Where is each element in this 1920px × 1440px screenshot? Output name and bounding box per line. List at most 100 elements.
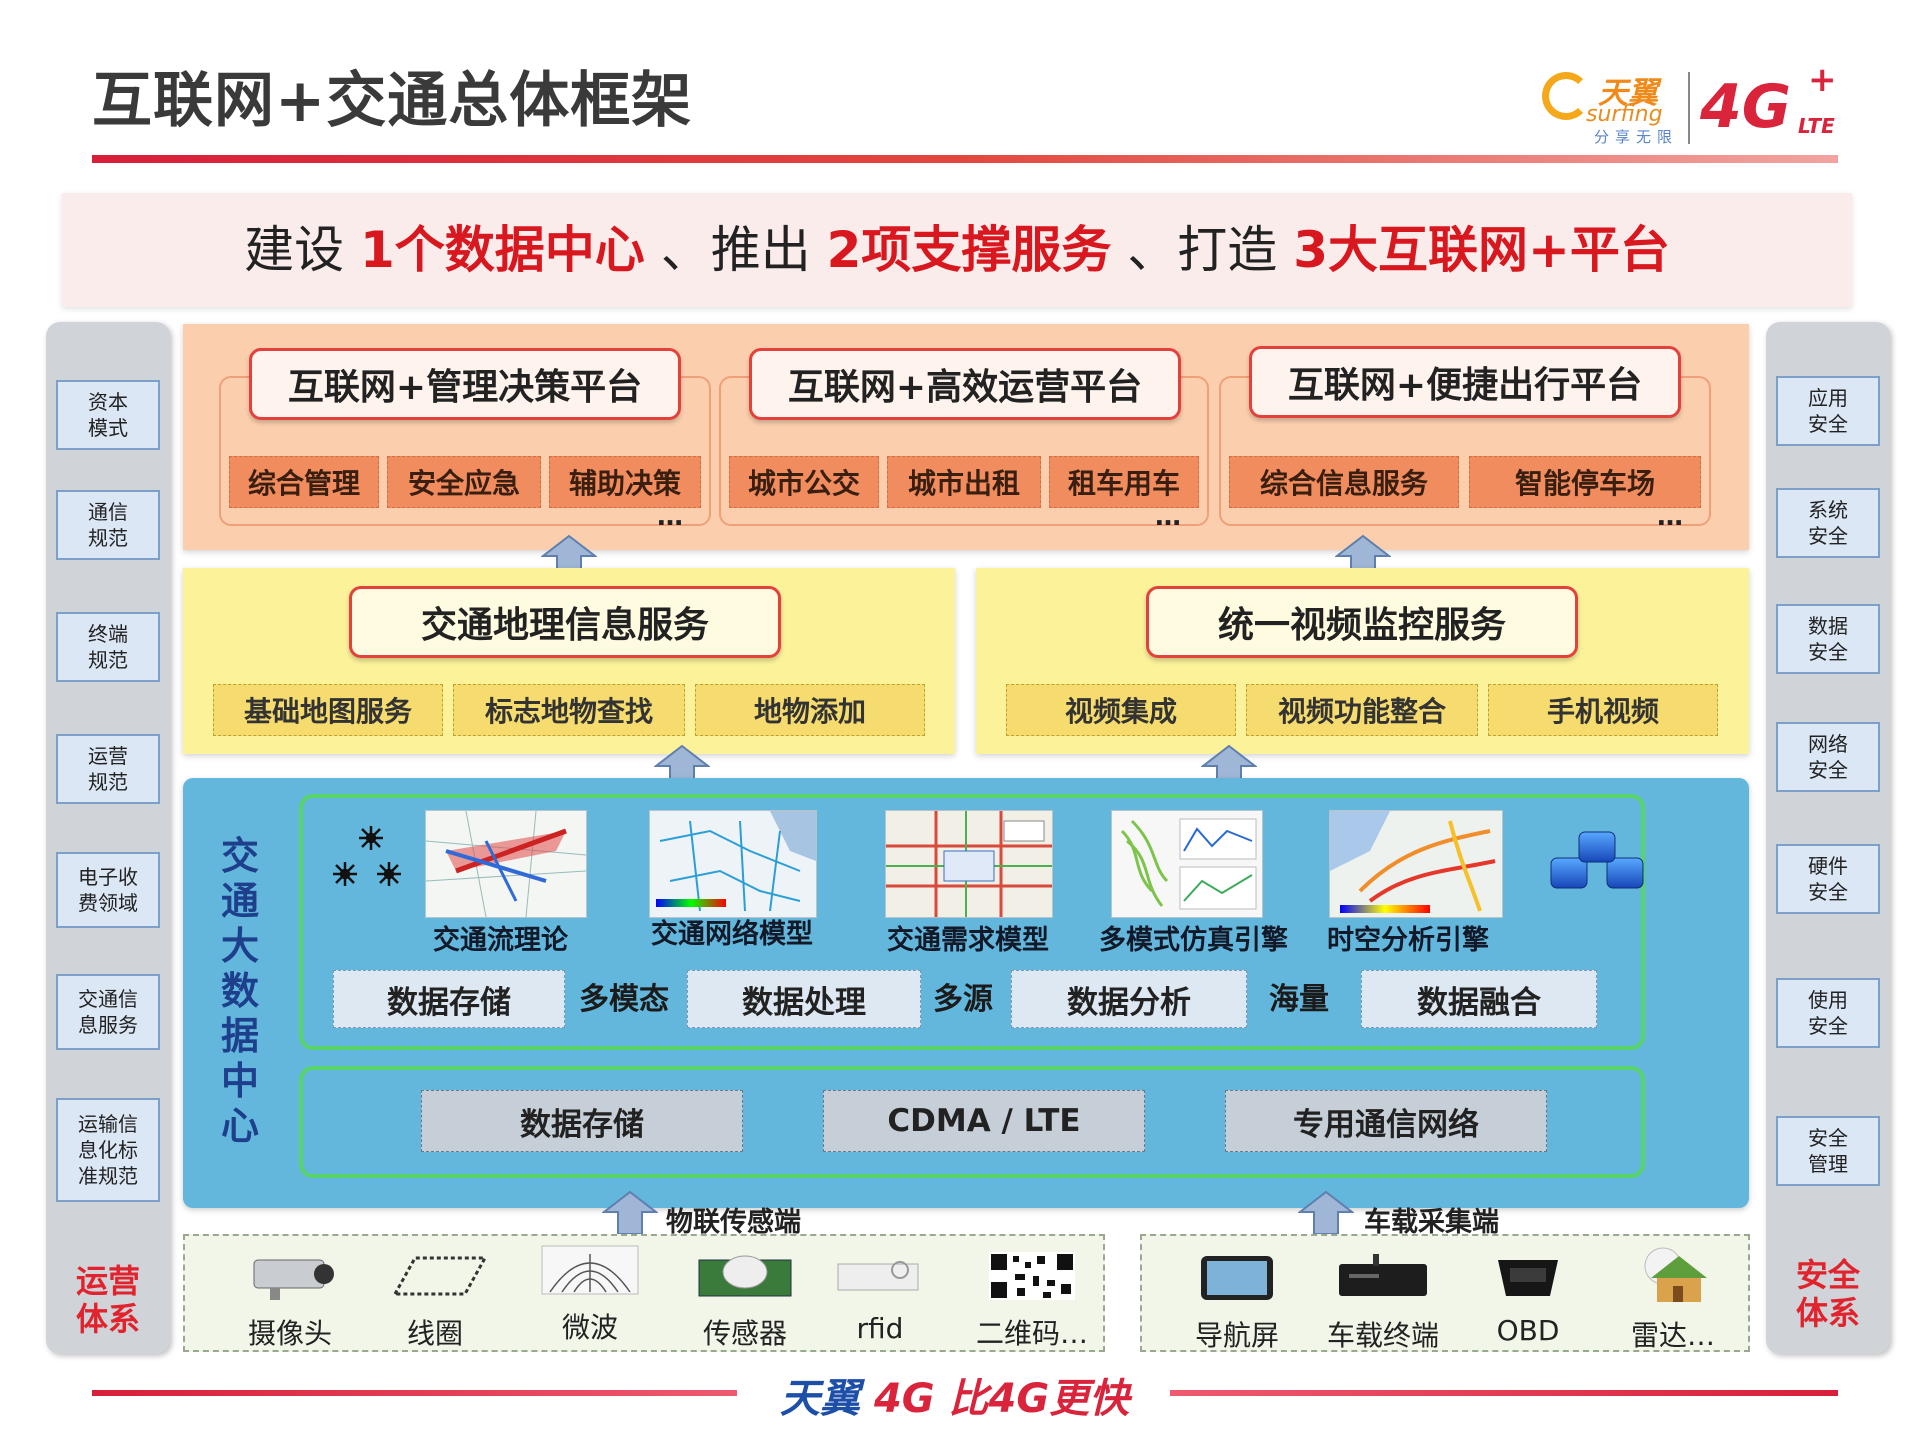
more-indicator: …: [1060, 1317, 1088, 1350]
security-system-column: 应用 安全 系统 安全 数据 安全 网络 安全 硬件 安全 使用 安全 安全 管…: [1766, 322, 1890, 1354]
banner-text-1: 建设: [244, 221, 361, 279]
model-label: 交通网络模型: [651, 919, 813, 950]
service-item: 基础地图服务: [213, 684, 443, 736]
traffic-big-data-center: 交 通 大 数 据 中 心: [183, 778, 1749, 1208]
side-item-security-management: 安全 管理: [1776, 1116, 1880, 1186]
device-sensor: 传感器: [685, 1250, 805, 1352]
device-label: 导航屏: [1194, 1319, 1279, 1352]
gis-service-layer: 交通地理信息服务 基础地图服务 标志地物查找 地物添加: [183, 568, 955, 754]
operations-system-label: 运营 体系: [75, 1262, 140, 1338]
spatiotemporal-analysis-map-image: [1329, 810, 1503, 918]
platform-title-operation: 互联网+高效运营平台: [749, 348, 1181, 420]
summary-banner: 建设 1个数据中心 、推出 2项支撑服务 、打造 3大互联网+平台: [62, 193, 1852, 307]
network-nodes-icon: [333, 826, 401, 886]
logo-lte-text: LTE: [1798, 114, 1835, 138]
side-item-data-security: 数据 安全: [1776, 604, 1880, 674]
footer-divider-left: [92, 1390, 737, 1396]
banner-highlight-1: 1个数据中心: [360, 221, 645, 279]
qualifier-text: 海量: [1269, 982, 1329, 1017]
device-label: 线圈: [406, 1317, 463, 1350]
platform-title-management: 互联网+管理决策平台: [249, 348, 681, 420]
process-box: 数据存储: [333, 970, 565, 1028]
device-radar: 雷达…: [1608, 1246, 1738, 1354]
network-box: CDMA / LTE: [823, 1090, 1145, 1152]
platform-layer: 互联网+管理决策平台 综合管理 安全应急 辅助决策 … 互联网+高效运营平台 城…: [183, 324, 1749, 550]
process-box: 数据处理: [687, 970, 921, 1028]
side-item-etc: 电子收 费领域: [56, 852, 160, 928]
qualifier-text: 多源: [933, 982, 993, 1017]
service-item: 视频功能整合: [1246, 684, 1478, 736]
banner-text-3: 、打造: [1111, 221, 1294, 279]
process-box: 数据融合: [1361, 970, 1597, 1028]
obd-connector-icon: [1498, 1260, 1558, 1296]
more-indicator: …: [657, 502, 683, 532]
loop-coil-icon: [392, 1256, 488, 1296]
footer-4g: 4G: [873, 1376, 935, 1422]
device-obd: OBD: [1478, 1252, 1578, 1347]
side-item-terminal-spec: 终端 规范: [56, 612, 160, 682]
model-label: 时空分析引擎: [1327, 925, 1489, 956]
title-char: 交: [220, 834, 259, 878]
surfing-logo: 天翼 surfing 分享无限: [1542, 68, 1690, 150]
data-center-title: 交 通 大 数 据 中 心: [215, 834, 265, 1149]
logo-4g: 4G + LTE: [1700, 60, 1837, 142]
logo-4g-text: 4G: [1700, 72, 1791, 142]
logo-divider: [1688, 72, 1690, 144]
surfing-swirl-icon: [1542, 72, 1590, 120]
device-camera: 摄像头: [235, 1250, 345, 1352]
navigation-screen-icon: [1201, 1256, 1273, 1300]
banner-highlight-3: 3大互联网+平台: [1293, 221, 1670, 279]
title-char: 心: [220, 1104, 259, 1148]
title-char: 据: [220, 1014, 259, 1058]
service-item: 手机视频: [1488, 684, 1718, 736]
device-vehicle-terminal: 车载终端: [1318, 1252, 1448, 1354]
network-box: 专用通信网络: [1225, 1090, 1547, 1152]
platform-title-travel: 互联网+便捷出行平台: [1249, 346, 1681, 418]
simulation-engine-chart-image: [1111, 810, 1263, 918]
device-label: rfid: [856, 1312, 904, 1345]
banner-text-2: 、推出: [644, 221, 827, 279]
operations-system-column: 资本 模式 通信 规范 终端 规范 运营 规范 电子收 费领域 交通信 息服务 …: [46, 322, 170, 1354]
logo-4g-plus: +: [1808, 60, 1837, 100]
logo-tagline: 分享无限: [1594, 128, 1679, 146]
logo-brand-cn: 天翼: [1598, 76, 1658, 111]
device-microwave: 微波: [535, 1244, 645, 1346]
side-item-comm-spec: 通信 规范: [56, 490, 160, 560]
title-char: 中: [220, 1059, 259, 1103]
device-label: 传感器: [702, 1317, 787, 1350]
up-arrow-icon: [602, 1190, 658, 1235]
side-item-network-security: 网络 安全: [1776, 722, 1880, 792]
model-label: 交通流理论: [433, 925, 568, 956]
more-indicator: …: [1687, 1319, 1715, 1352]
platform-item: 城市出租: [887, 456, 1041, 508]
title-char: 大: [220, 924, 259, 968]
vehicle-collection-label: 车载采集端: [1364, 1207, 1499, 1238]
footer-divider-right: [1170, 1390, 1838, 1396]
header-divider: [92, 155, 1838, 163]
vehicle-device-area: 导航屏 车载终端 OBD 雷达…: [1140, 1234, 1750, 1352]
network-model-map-image: [649, 810, 817, 918]
side-item-transport-standard: 运输信 息化标 准规范: [56, 1098, 160, 1202]
analysis-engine-area: 交通流理论 交通网络模型 交通需求模型 多模式仿真引擎 时空分析引擎 数据存储 …: [299, 794, 1645, 1050]
device-label: OBD: [1496, 1314, 1560, 1347]
side-item-app-security: 应用 安全: [1776, 376, 1880, 446]
side-item-capital-model: 资本 模式: [56, 380, 160, 450]
process-box: 数据分析: [1011, 970, 1247, 1028]
qr-code-icon: [989, 1252, 1075, 1300]
platform-item: 城市公交: [729, 456, 879, 508]
device-label: 摄像头: [247, 1317, 332, 1350]
traffic-flow-map-image: [425, 810, 587, 918]
demand-model-map-image: [885, 810, 1053, 918]
microwave-icon: [541, 1245, 639, 1295]
device-label: 二维码…: [969, 1312, 1095, 1352]
service-item: 视频集成: [1006, 684, 1236, 736]
side-item-operation-spec: 运营 规范: [56, 734, 160, 804]
more-indicator: …: [1657, 502, 1683, 532]
device-label: 微波: [561, 1311, 618, 1344]
page-title: 互联网+交通总体框架: [92, 66, 693, 136]
service-title-video: 统一视频监控服务: [1146, 586, 1578, 658]
security-system-label: 安全 体系: [1795, 1256, 1860, 1332]
qualifier-text: 多模态: [579, 982, 669, 1017]
model-label: 多模式仿真引擎: [1099, 925, 1288, 956]
vehicle-terminal-icon: [1339, 1254, 1427, 1296]
